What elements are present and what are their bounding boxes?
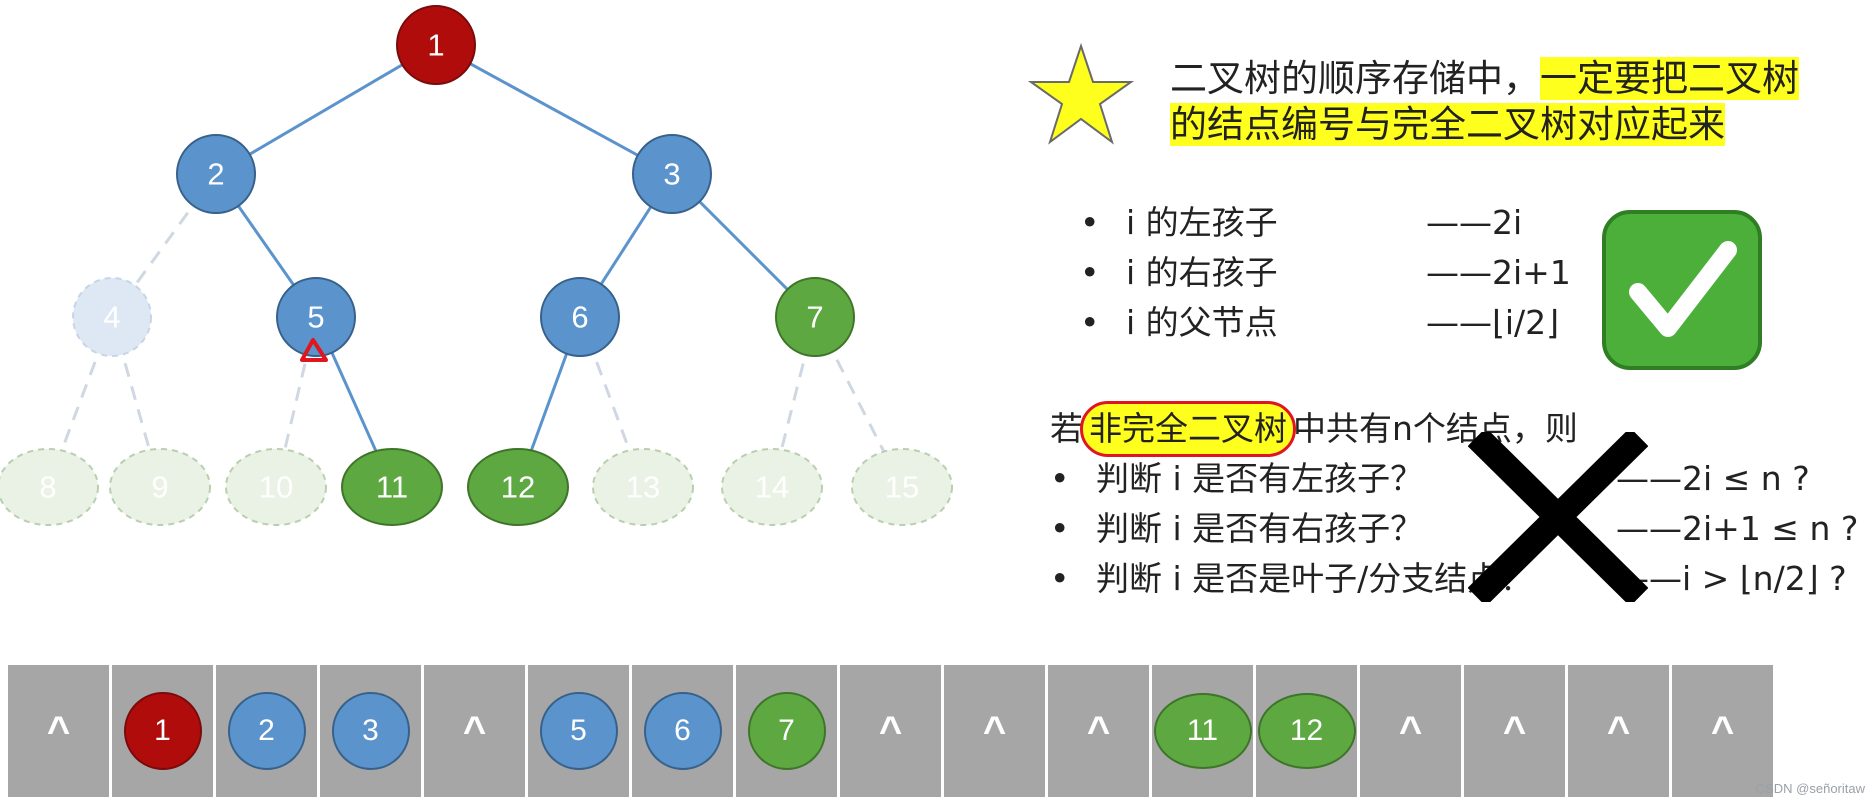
array-cell-7: 7 — [736, 665, 837, 797]
null-marker: ^ — [46, 708, 71, 753]
tree-node-label: 14 — [755, 470, 789, 505]
condition-highlight: 非完全二叉树 — [1080, 401, 1296, 457]
condition-question: 判断 i 是否有左孩子？ — [1096, 459, 1424, 498]
tree-node-13: 13 — [592, 448, 694, 526]
null-marker: ^ — [1502, 708, 1527, 753]
tree-node-label: 1 — [427, 28, 444, 63]
array-cell-6: 6 — [632, 665, 733, 797]
tree-node-10: 10 — [225, 448, 327, 526]
check-mark-icon — [1602, 210, 1762, 370]
tree-node-label: 7 — [806, 300, 823, 335]
rule-formula: ——2i+1 — [1426, 253, 1571, 292]
tree-node-label: 11 — [376, 470, 408, 505]
tree-edge-1-2 — [215, 43, 437, 176]
array-node: 5 — [539, 692, 618, 770]
array-cell-2: 2 — [216, 665, 317, 797]
tree-node-label: 12 — [501, 470, 535, 505]
array-node: 3 — [331, 692, 410, 770]
tree-node-label: 4 — [103, 300, 120, 335]
sequential-storage-statement: 二叉树的顺序存储中，一定要把二叉树的结点编号与完全二叉树对应起来 — [1170, 56, 1830, 148]
tree-edge-1-3 — [435, 43, 673, 176]
array-cell-15: ^ — [1568, 665, 1669, 797]
null-marker: ^ — [462, 708, 487, 753]
index-rules-list: • i 的左孩子 ——2i • i 的右孩子 ——2i+1 • i 的父节点 —… — [1080, 198, 1571, 348]
rule-right-child: • i 的右孩子 ——2i+1 — [1080, 248, 1571, 298]
annotation-triangle-mark — [300, 338, 328, 362]
array-cell-3: 3 — [320, 665, 421, 797]
null-marker: ^ — [1606, 708, 1631, 753]
condition-heading: 若非完全二叉树中共有n个结点，则 — [1050, 401, 1858, 457]
statement-intro: 二叉树的顺序存储中， — [1170, 57, 1540, 100]
array-cell-11: 11 — [1152, 665, 1253, 797]
watermark: CSDN @señoritaw — [1755, 781, 1865, 796]
condition-question: 判断 i 是否有右孩子？ — [1096, 509, 1424, 548]
tree-node-label: 10 — [259, 470, 293, 505]
tree-node-12: 12 — [467, 448, 569, 526]
array-cell-8: ^ — [840, 665, 941, 797]
array-cell-13: ^ — [1360, 665, 1461, 797]
tree-node-label: 9 — [151, 470, 168, 505]
tree-node-15: 15 — [851, 448, 953, 526]
condition-formula: ——2i ≤ n ? — [1616, 459, 1810, 498]
condition-formula: ——2i+1 ≤ n ? — [1616, 509, 1859, 548]
tree-node-14: 14 — [721, 448, 823, 526]
tree-node-label: 8 — [39, 470, 56, 505]
array-cell-12: 12 — [1256, 665, 1357, 797]
null-marker: ^ — [1710, 708, 1735, 753]
rule-formula: ——⌊i/2⌋ — [1426, 303, 1560, 342]
condition-formula: ——i > ⌊n/2⌋ ? — [1616, 559, 1847, 598]
array-node: 7 — [747, 692, 826, 770]
tree-node-4: 4 — [72, 277, 152, 357]
tree-node-label: 6 — [571, 300, 588, 335]
array-node: 1 — [123, 692, 202, 770]
array-cell-10: ^ — [1048, 665, 1149, 797]
null-marker: ^ — [982, 708, 1007, 753]
null-marker: ^ — [878, 708, 903, 753]
condition-left-child: • 判断 i 是否有左孩子？ ——2i ≤ n ? — [1050, 454, 1858, 504]
tree-node-11: 11 — [341, 448, 443, 526]
rule-formula: ——2i — [1426, 203, 1523, 242]
array-cell-16: ^ — [1672, 665, 1773, 797]
tree-node-2: 2 — [176, 134, 256, 214]
tree-node-label: 13 — [626, 470, 660, 505]
tree-node-9: 9 — [109, 448, 211, 526]
tree-node-7: 7 — [775, 277, 855, 357]
array-node: 2 — [227, 692, 306, 770]
array-cell-14: ^ — [1464, 665, 1565, 797]
condition-question: 判断 i 是否是叶子/分支结点？ — [1096, 559, 1534, 598]
null-marker: ^ — [1398, 708, 1423, 753]
tree-node-3: 3 — [632, 134, 712, 214]
tree-node-5: 5 — [276, 277, 356, 357]
rule-label: i 的左孩子 — [1126, 203, 1278, 242]
array-cell-4: ^ — [424, 665, 525, 797]
tree-node-8: 8 — [0, 448, 99, 526]
array-node: 6 — [643, 692, 722, 770]
cross-mark-icon — [1468, 432, 1648, 602]
non-complete-tree-conditions: 若非完全二叉树中共有n个结点，则 • 判断 i 是否有左孩子？ ——2i ≤ n… — [1050, 401, 1858, 604]
tree-node-6: 6 — [540, 277, 620, 357]
tree-node-label: 2 — [207, 157, 224, 192]
tree-node-label: 5 — [307, 300, 324, 335]
array-node: 11 — [1153, 693, 1252, 769]
tree-node-label: 3 — [663, 157, 680, 192]
rule-label: i 的父节点 — [1126, 303, 1278, 342]
tree-node-1: 1 — [396, 5, 476, 85]
star-icon — [1027, 42, 1135, 145]
rule-label: i 的右孩子 — [1126, 253, 1278, 292]
array-cell-9: ^ — [944, 665, 1045, 797]
array-cell-0: ^ — [8, 665, 109, 797]
array-cell-1: 1 — [112, 665, 213, 797]
condition-right-child: • 判断 i 是否有右孩子？ ——2i+1 ≤ n ? — [1050, 504, 1858, 554]
rule-parent: • i 的父节点 ——⌊i/2⌋ — [1080, 298, 1571, 348]
null-marker: ^ — [1086, 708, 1111, 753]
array-node: 12 — [1257, 693, 1356, 769]
condition-leaf-branch: • 判断 i 是否是叶子/分支结点？ ——i > ⌊n/2⌋ ? — [1050, 554, 1858, 604]
array-cell-5: 5 — [528, 665, 629, 797]
rule-left-child: • i 的左孩子 ——2i — [1080, 198, 1571, 248]
tree-node-label: 15 — [885, 470, 919, 505]
